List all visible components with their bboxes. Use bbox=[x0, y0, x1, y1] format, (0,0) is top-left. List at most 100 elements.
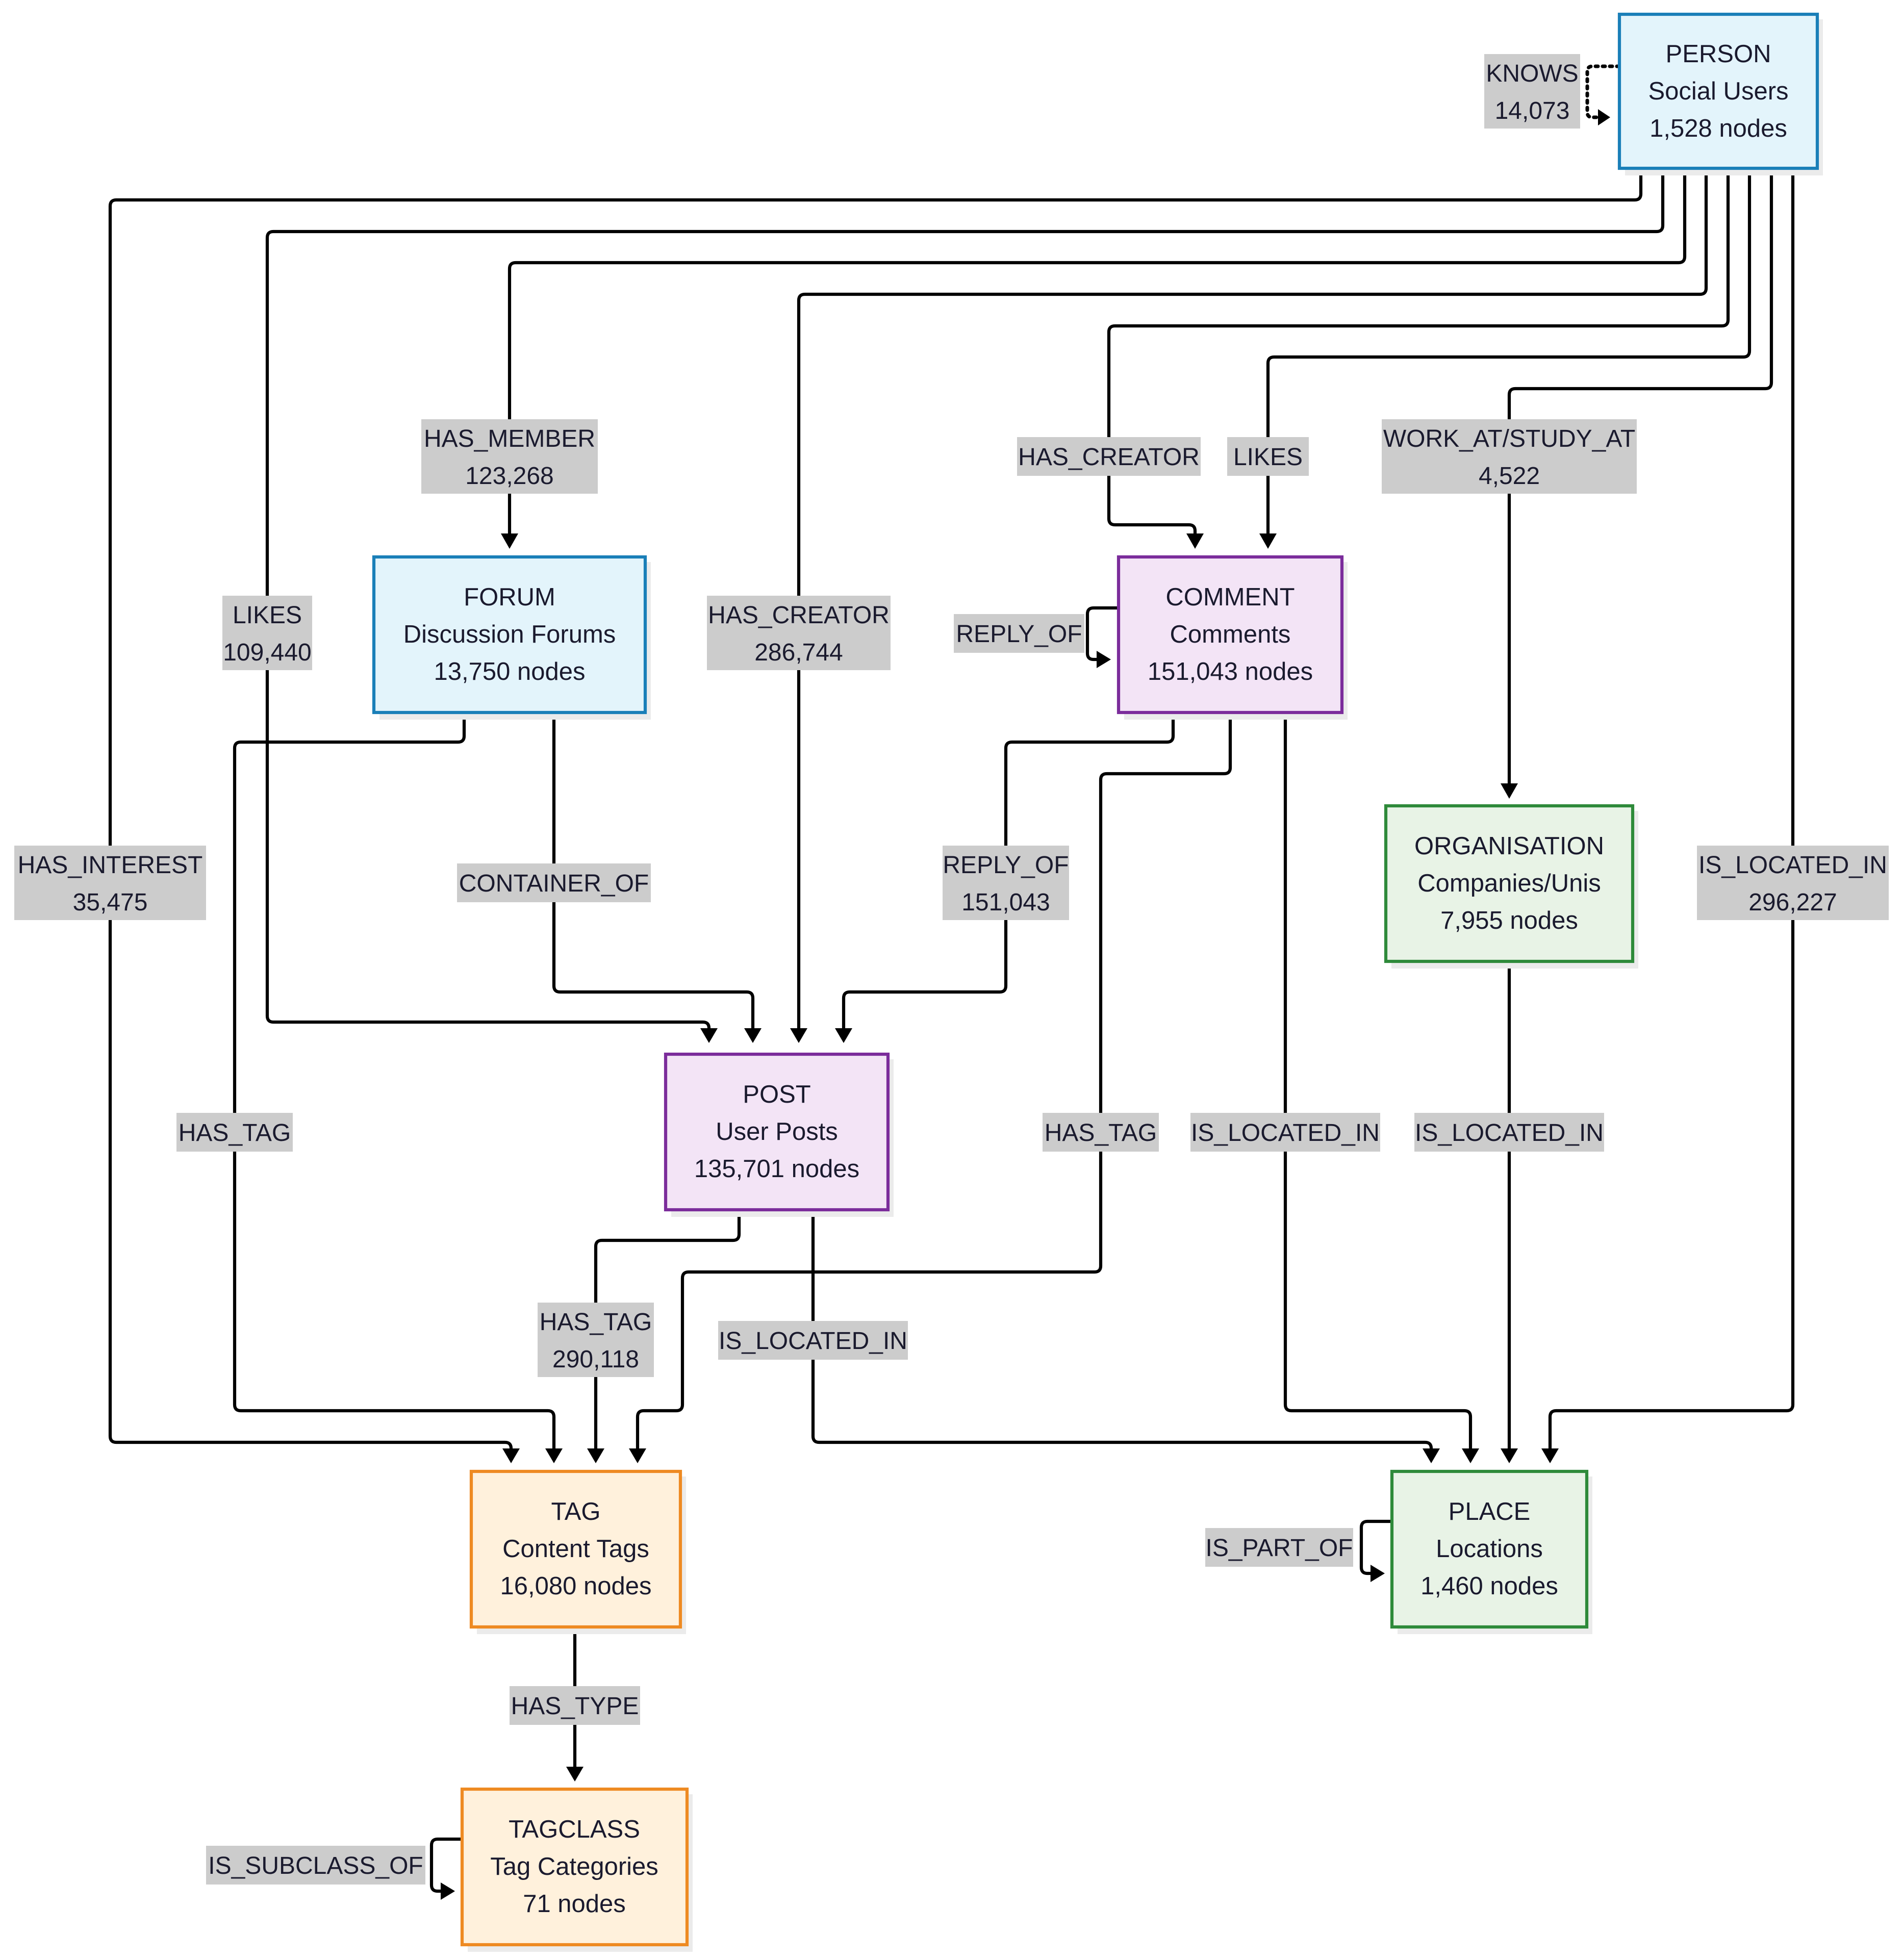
arrowhead-comment-is-located-in bbox=[1462, 1448, 1479, 1463]
edge-label-post-has-creator: HAS_CREATOR 286,744 bbox=[707, 596, 891, 670]
arrowhead-comment-has-tag bbox=[629, 1448, 646, 1463]
node-comment[interactable]: COMMENT Comments 151,043 nodes bbox=[1117, 555, 1348, 720]
svg-text:109,440: 109,440 bbox=[223, 639, 312, 666]
svg-text:13,750 nodes: 13,750 nodes bbox=[434, 658, 586, 685]
edge-knows bbox=[1585, 64, 1621, 119]
edge-label-post-is-located-in: IS_LOCATED_IN bbox=[718, 1321, 908, 1360]
edge-label-knows: KNOWS 14,073 bbox=[1484, 54, 1580, 129]
svg-text:4,522: 4,522 bbox=[1479, 463, 1540, 490]
node-tagclass[interactable]: TAGCLASS Tag Categories 71 nodes bbox=[460, 1787, 693, 1952]
edge-comment-is-located-in bbox=[1283, 710, 1473, 1455]
edge-label-has-member: HAS_MEMBER 123,268 bbox=[421, 419, 598, 494]
arrowhead-container-of bbox=[744, 1028, 762, 1043]
svg-text:ORGANISATION: ORGANISATION bbox=[1414, 832, 1604, 860]
svg-text:WORK_AT/STUDY_AT: WORK_AT/STUDY_AT bbox=[1383, 425, 1635, 452]
edge-comment-has-tag bbox=[636, 710, 1232, 1455]
edge-label-comment-reply-of-comment: REPLY_OF bbox=[954, 614, 1084, 653]
svg-text:TAGCLASS: TAGCLASS bbox=[509, 1816, 640, 1843]
edge-person-likes-comment bbox=[1266, 166, 1752, 536]
edge-labels: KNOWS 14,073 HAS_MEMBER 123,268 LIKES 10… bbox=[14, 54, 1889, 1885]
edge-container-of bbox=[552, 710, 755, 1034]
node-organisation-box bbox=[1384, 804, 1635, 963]
svg-text:IS_PART_OF: IS_PART_OF bbox=[1206, 1535, 1353, 1562]
svg-text:FORUM: FORUM bbox=[464, 583, 555, 611]
svg-text:Tag Categories: Tag Categories bbox=[490, 1853, 658, 1880]
node-place-box bbox=[1390, 1469, 1589, 1629]
edge-post-is-located-in bbox=[811, 1208, 1433, 1455]
arrowhead-post-is-located-in bbox=[1423, 1448, 1440, 1463]
node-forum[interactable]: FORUM Discussion Forums 13,750 nodes bbox=[372, 555, 651, 720]
svg-text:COMMENT: COMMENT bbox=[1165, 583, 1295, 611]
svg-text:HAS_TAG: HAS_TAG bbox=[1045, 1119, 1157, 1147]
svg-text:Comments: Comments bbox=[1170, 621, 1291, 648]
svg-text:REPLY_OF: REPLY_OF bbox=[956, 621, 1082, 648]
edge-label-has-interest: HAS_INTEREST 35,475 bbox=[14, 846, 206, 920]
edge-label-is-part-of: IS_PART_OF bbox=[1205, 1528, 1353, 1567]
arrowhead-is-subclass-of bbox=[441, 1882, 455, 1900]
arrowhead-person-is-located-in bbox=[1541, 1448, 1559, 1463]
svg-text:Companies/Unis: Companies/Unis bbox=[1417, 870, 1601, 897]
edge-label-forum-has-tag: HAS_TAG bbox=[176, 1113, 293, 1152]
node-post[interactable]: POST User Posts 135,701 nodes bbox=[664, 1052, 894, 1217]
svg-text:User Posts: User Posts bbox=[716, 1118, 838, 1146]
edge-post-has-creator bbox=[797, 166, 1708, 1034]
edge-has-member bbox=[508, 166, 1687, 536]
arrowheads bbox=[441, 109, 1610, 1900]
svg-text:14,073: 14,073 bbox=[1495, 97, 1570, 124]
svg-text:HAS_MEMBER: HAS_MEMBER bbox=[424, 425, 595, 452]
edge-label-person-likes-comment: LIKES bbox=[1227, 437, 1309, 476]
svg-text:HAS_CREATOR: HAS_CREATOR bbox=[708, 602, 890, 629]
svg-text:KNOWS: KNOWS bbox=[1486, 60, 1578, 87]
svg-text:16,080 nodes: 16,080 nodes bbox=[500, 1572, 652, 1600]
svg-text:7,955 nodes: 7,955 nodes bbox=[1440, 907, 1578, 934]
svg-text:LIKES: LIKES bbox=[1233, 444, 1303, 471]
svg-text:123,268: 123,268 bbox=[465, 463, 554, 490]
edge-is-subclass-of bbox=[429, 1837, 464, 1893]
edge-label-has-type: HAS_TYPE bbox=[510, 1686, 640, 1725]
svg-text:IS_LOCATED_IN: IS_LOCATED_IN bbox=[1415, 1119, 1604, 1147]
arrowhead-is-part-of bbox=[1371, 1565, 1385, 1582]
edge-label-person-likes-post: LIKES 109,440 bbox=[222, 596, 312, 670]
node-tagclass-box bbox=[460, 1787, 689, 1947]
svg-text:LIKES: LIKES bbox=[233, 602, 302, 629]
node-person[interactable]: PERSON Social Users 1,528 nodes bbox=[1617, 12, 1823, 175]
edge-post-has-tag bbox=[594, 1208, 741, 1455]
svg-text:POST: POST bbox=[743, 1081, 810, 1108]
edge-label-work-study-at: WORK_AT/STUDY_AT 4,522 bbox=[1382, 419, 1637, 494]
svg-text:151,043 nodes: 151,043 nodes bbox=[1148, 658, 1313, 685]
arrowhead-forum-has-tag bbox=[545, 1448, 563, 1463]
node-tag[interactable]: TAG Content Tags 16,080 nodes bbox=[469, 1469, 686, 1634]
arrowhead-post-has-tag bbox=[587, 1448, 604, 1463]
svg-text:296,227: 296,227 bbox=[1748, 889, 1837, 916]
svg-text:290,118: 290,118 bbox=[552, 1346, 639, 1373]
node-post-box bbox=[664, 1052, 890, 1212]
svg-text:HAS_CREATOR: HAS_CREATOR bbox=[1018, 444, 1200, 471]
svg-text:Locations: Locations bbox=[1436, 1535, 1543, 1563]
edge-label-comment-has-creator: HAS_CREATOR bbox=[1017, 437, 1201, 476]
node-forum-box bbox=[372, 555, 647, 715]
svg-text:PERSON: PERSON bbox=[1666, 40, 1771, 68]
svg-text:71 nodes: 71 nodes bbox=[523, 1890, 626, 1918]
node-place[interactable]: PLACE Locations 1,460 nodes bbox=[1390, 1469, 1592, 1634]
nodes: PERSON Social Users 1,528 nodes FORUM Di… bbox=[372, 12, 1823, 1952]
arrowhead-work-study-at bbox=[1501, 783, 1518, 799]
svg-text:HAS_TAG: HAS_TAG bbox=[179, 1119, 291, 1147]
svg-text:IS_LOCATED_IN: IS_LOCATED_IN bbox=[1191, 1119, 1380, 1147]
edge-label-comment-reply-of-post: REPLY_OF 151,043 bbox=[943, 846, 1069, 920]
edge-comment-reply-of-comment bbox=[1085, 606, 1121, 661]
svg-text:IS_SUBCLASS_OF: IS_SUBCLASS_OF bbox=[208, 1852, 423, 1879]
svg-text:PLACE: PLACE bbox=[1449, 1498, 1531, 1525]
svg-text:CONTAINER_OF: CONTAINER_OF bbox=[459, 870, 649, 897]
svg-text:151,043: 151,043 bbox=[961, 889, 1050, 916]
arrowhead-comment-reply-of-post bbox=[835, 1028, 852, 1043]
svg-text:Content Tags: Content Tags bbox=[502, 1535, 649, 1563]
svg-text:IS_LOCATED_IN: IS_LOCATED_IN bbox=[719, 1328, 907, 1355]
node-organisation[interactable]: ORGANISATION Companies/Unis 7,955 nodes bbox=[1384, 804, 1638, 969]
arrowhead-person-likes-post bbox=[700, 1028, 718, 1043]
svg-text:35,475: 35,475 bbox=[73, 889, 148, 916]
edge-label-post-has-tag: HAS_TAG 290,118 bbox=[538, 1303, 654, 1377]
arrowhead-has-interest bbox=[502, 1448, 520, 1463]
edge-label-org-is-located-in: IS_LOCATED_IN bbox=[1414, 1113, 1604, 1152]
arrowhead-comment-has-creator bbox=[1186, 533, 1204, 549]
